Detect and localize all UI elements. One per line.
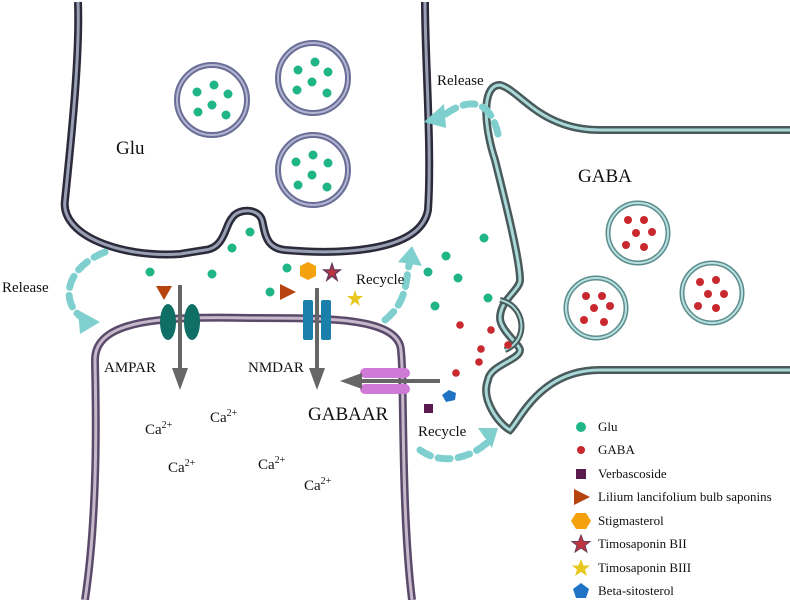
orange-hexagon-icon bbox=[570, 511, 592, 531]
green-dot-icon bbox=[570, 417, 592, 437]
gaba-neuron-label: GABA bbox=[578, 166, 632, 188]
release-label-left: Release bbox=[2, 280, 49, 297]
gaba-vesicle bbox=[682, 263, 742, 323]
recycle-label-bottom: Recycle bbox=[418, 424, 466, 441]
glu-vesicle bbox=[177, 65, 247, 135]
calcium-ion: Ca2+ bbox=[168, 458, 195, 477]
legend-label: Lilium lancifolium bulb saponins bbox=[598, 489, 772, 505]
legend-item-beta-sitosterol: Beta-sitosterol bbox=[570, 580, 785, 603]
calcium-ion: Ca2+ bbox=[304, 476, 331, 495]
saponin-ligand-nmdar bbox=[280, 284, 296, 300]
gabaar-label: GABAAR bbox=[308, 404, 388, 426]
brown-triangle-icon bbox=[570, 487, 592, 507]
legend-label: GABA bbox=[598, 442, 635, 458]
legend-item-timosaponin-bii: Timosaponin BII bbox=[570, 533, 785, 557]
purple-square-icon bbox=[570, 464, 592, 484]
calcium-ion: Ca2+ bbox=[145, 420, 172, 439]
gaba-vesicle bbox=[608, 203, 668, 263]
legend-item-verbascoside: Verbascoside bbox=[570, 462, 785, 486]
release-label-top: Release bbox=[437, 73, 484, 90]
timosaponin-bii-ligand bbox=[324, 264, 340, 280]
glu-vesicle bbox=[278, 43, 348, 113]
verbascoside-ligand bbox=[424, 404, 433, 413]
blue-pentagon-icon bbox=[570, 581, 592, 601]
legend-item-glu: Glu bbox=[570, 415, 785, 439]
nmdar-label: NMDAR bbox=[248, 360, 304, 377]
legend-item-saponins: Lilium lancifolium bulb saponins bbox=[570, 486, 785, 510]
red-star-icon bbox=[570, 534, 592, 554]
legend-item-stigmasterol: Stigmasterol bbox=[570, 509, 785, 533]
gabaar-receptor bbox=[340, 368, 440, 394]
saponin-ligand-ampar bbox=[156, 286, 172, 300]
yellow-star-icon bbox=[570, 558, 592, 578]
release-arrow-left-head bbox=[78, 310, 100, 334]
timosaponin-biii-ligand bbox=[347, 290, 363, 306]
gaba-vesicle bbox=[566, 278, 626, 338]
calcium-ion: Ca2+ bbox=[210, 408, 237, 427]
legend-item-gaba: GABA bbox=[570, 439, 785, 463]
legend-label: Timosaponin BII bbox=[598, 536, 687, 552]
red-dot-icon bbox=[570, 440, 592, 460]
beta-sitosterol-ligand bbox=[442, 390, 456, 402]
presynaptic-terminal bbox=[65, 2, 430, 254]
recycle-arrow-top bbox=[385, 262, 410, 320]
ampar-label: AMPAR bbox=[104, 360, 156, 377]
glu-neuron-label: Glu bbox=[116, 138, 145, 160]
glu-vesicle bbox=[278, 135, 348, 205]
legend-item-timosaponin-biii: Timosaponin BIII bbox=[570, 556, 785, 580]
nmdar-receptor bbox=[303, 288, 331, 390]
recycle-arrow-top-head bbox=[398, 246, 422, 266]
legend-label: Glu bbox=[598, 419, 618, 435]
legend-label: Stigmasterol bbox=[598, 513, 664, 529]
calcium-ion: Ca2+ bbox=[258, 455, 285, 474]
legend: Glu GABA Verbascoside Lilium lancifolium… bbox=[570, 415, 785, 603]
recycle-label-top: Recycle bbox=[356, 272, 404, 289]
legend-label: Beta-sitosterol bbox=[598, 583, 674, 599]
stigmasterol-ligand bbox=[300, 262, 316, 280]
legend-label: Timosaponin BIII bbox=[598, 560, 691, 576]
recycle-arrow-bottom bbox=[420, 440, 490, 459]
ampar-receptor bbox=[160, 285, 200, 390]
release-arrow-left bbox=[69, 252, 105, 322]
legend-label: Verbascoside bbox=[598, 466, 667, 482]
